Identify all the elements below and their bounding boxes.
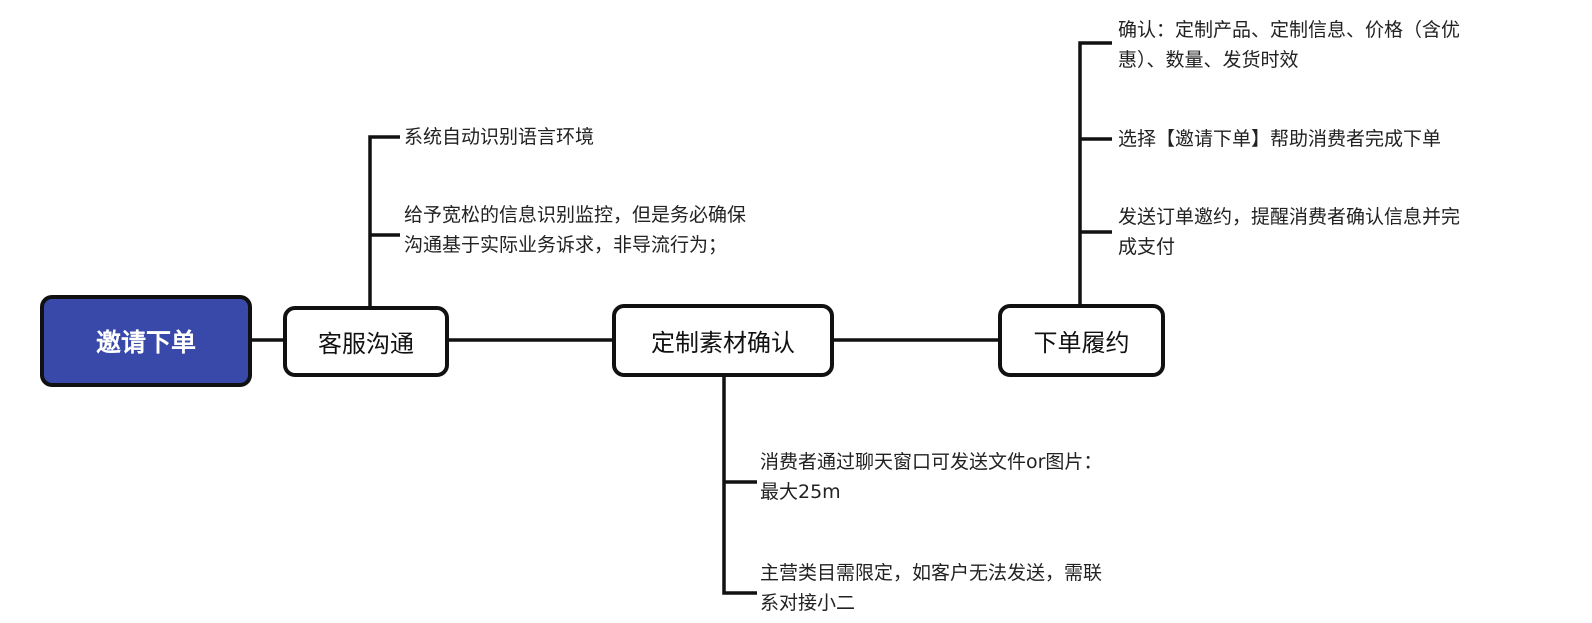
note: 确认：定制产品、定制信息、价格（含优 惠）、数量、发货时效 — [1118, 19, 1461, 71]
root-node[interactable]: 邀请下单 — [40, 295, 252, 387]
note: 选择【邀请下单】帮助消费者完成下单 — [1118, 128, 1442, 150]
step-label: 下单履约 — [1033, 329, 1130, 357]
note: 消费者通过聊天窗口可发送文件or图片： 最大25m — [760, 451, 1103, 503]
note: 发送订单邀约，提醒消费者确认信息并完 成支付 — [1118, 206, 1461, 258]
step-node-fulfillment[interactable]: 下单履约 — [998, 304, 1165, 377]
branch-step3-notes — [1078, 41, 1112, 305]
branch-step2-notes — [722, 376, 757, 595]
step-label: 定制素材确认 — [651, 329, 795, 357]
note: 系统自动识别语言环境 — [404, 126, 595, 148]
branch-step1-notes — [368, 135, 400, 308]
step-node-customer-service[interactable]: 客服沟通 — [283, 306, 449, 377]
note: 给予宽松的信息识别监控，但是务必确保 沟通基于实际业务诉求，非导流行为； — [404, 204, 747, 256]
step-label: 客服沟通 — [318, 330, 414, 358]
root-label: 邀请下单 — [95, 328, 196, 357]
step-node-material-confirm[interactable]: 定制素材确认 — [612, 304, 834, 377]
note: 主营类目需限定，如客户无法发送，需联 系对接小二 — [760, 562, 1103, 614]
